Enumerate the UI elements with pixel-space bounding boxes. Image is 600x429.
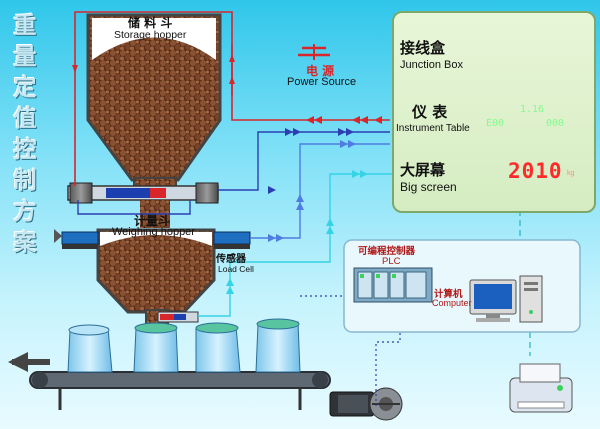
load-cell-arrows [268, 140, 356, 242]
load-cell-label-en: Load Cell [218, 264, 254, 274]
weighing-hopper-label-en: Weighing hopper [112, 226, 195, 238]
conveyor-belt [29, 371, 331, 410]
bag-3 [195, 322, 241, 373]
load-cell-right [213, 231, 251, 249]
computer-monitor [469, 279, 517, 322]
instrument-reading-left: E00 [486, 118, 505, 129]
storage-gate-valve [67, 182, 219, 204]
power-source-label-en: Power Source [287, 76, 357, 88]
junction-box-label-en: Junction Box [400, 59, 463, 71]
printer [509, 363, 573, 413]
big-screen-label-zh: 大屏幕 [400, 161, 446, 179]
big-screen-label-en: Big screen [400, 180, 457, 194]
big-screen-reading: 2010 [508, 159, 563, 183]
equipment-panel: 接线盒 Junction Box 仪 表 Instrument Table 大屏… [392, 11, 596, 213]
title-char: 制 [13, 167, 37, 194]
instrument-reading-right: 000 [546, 118, 565, 129]
bags [67, 318, 301, 373]
title-char: 案 [13, 229, 37, 256]
load-cell-left [54, 229, 99, 249]
diagram-title: 重 量 定 值 控 制 方 案 [8, 10, 42, 258]
title-char: 定 [13, 74, 37, 101]
power-arrows [72, 54, 382, 124]
weighing-hopper-label-zh: 计量斗 [134, 214, 171, 228]
plc-unit [353, 267, 433, 303]
instrument-label-zh: 仪 表 [412, 103, 448, 121]
power-source-label-zh: 电 源 [306, 64, 335, 78]
plc-arrows [226, 170, 368, 294]
storage-hopper-label-en: Storage hopper [114, 29, 187, 41]
title-char: 控 [13, 136, 37, 163]
instrument-label-en: Instrument Table [396, 123, 470, 134]
storage-hopper-label-zh: 储 料 斗 [128, 16, 173, 30]
title-char: 量 [13, 43, 37, 70]
plc-label-zh: 可编程控制器 [358, 246, 416, 257]
bag-2 [133, 322, 179, 373]
blue-wiring [77, 131, 390, 215]
conveyor-direction-arrow [8, 352, 50, 372]
load-cell-label-zh: 传感器 [216, 254, 246, 265]
blue-arrows [268, 128, 354, 194]
conveyor-motor [329, 387, 403, 421]
computer-label-zh: 计算机 [434, 289, 463, 300]
plc-wiring [198, 173, 392, 317]
bag-1 [67, 324, 113, 373]
computer-label-en: Computer [432, 298, 472, 308]
computer-tower [519, 275, 543, 323]
title-char: 方 [13, 198, 37, 225]
title-char: 值 [13, 105, 37, 132]
bag-4 [255, 318, 301, 373]
plc-label-en: PLC [382, 256, 401, 267]
title-char: 重 [13, 12, 37, 39]
instrument-reading-top: 1.16 [520, 104, 545, 115]
storage-hopper [86, 13, 222, 199]
junction-box-label-zh: 接线盒 [400, 39, 446, 57]
big-screen-unit: kg [567, 170, 575, 177]
weighing-hopper [96, 228, 216, 325]
